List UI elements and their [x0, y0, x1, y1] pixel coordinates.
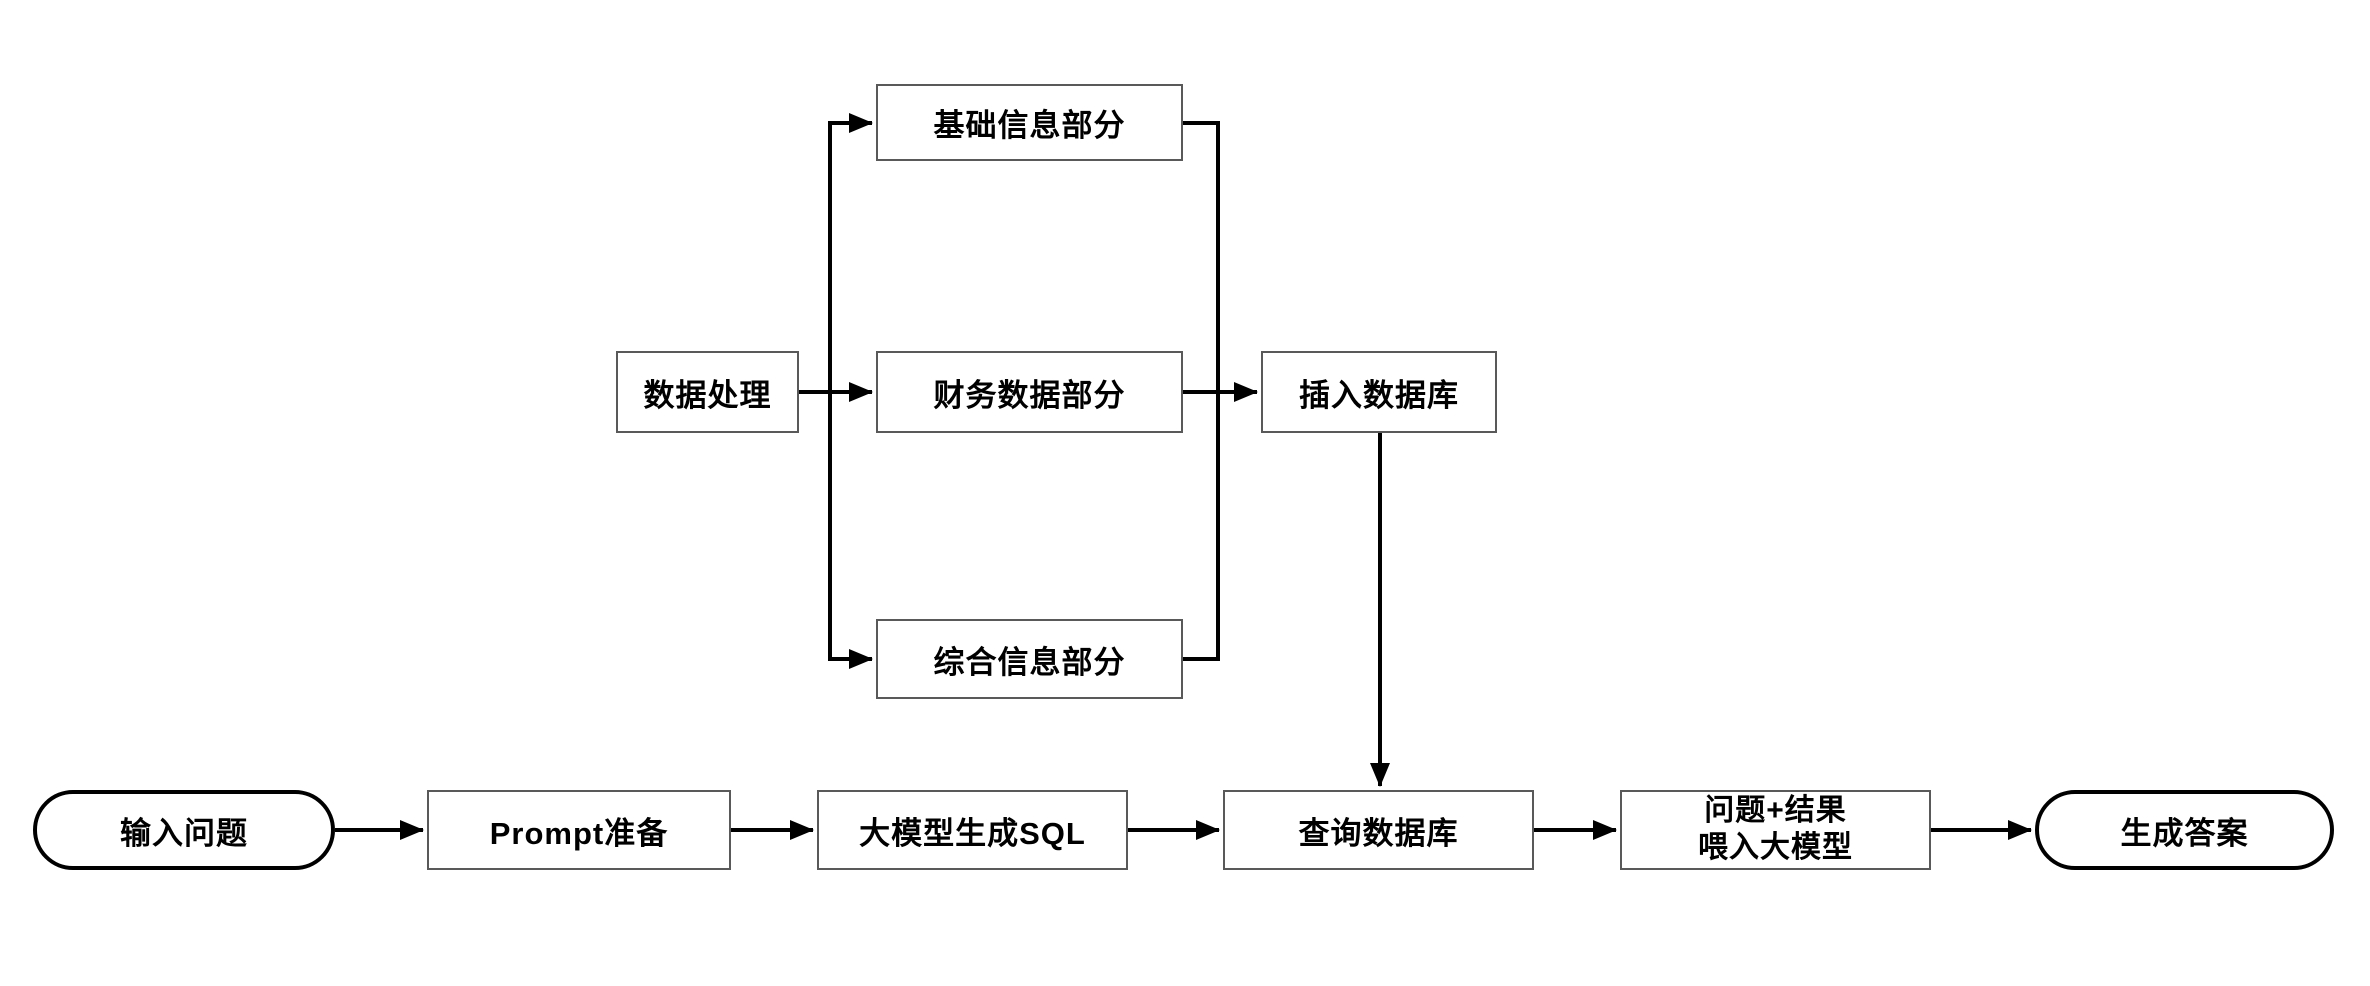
node-prompt-preparation: Prompt准备	[427, 790, 731, 870]
node-basic-info: 基础信息部分	[876, 84, 1183, 161]
node-basic-info-label: 基础信息部分	[933, 108, 1126, 143]
node-insert-database-label: 插入数据库	[1299, 377, 1459, 413]
node-financial-data-label: 财务数据部分	[933, 377, 1126, 413]
node-comprehensive-info-label: 综合信息部分	[933, 644, 1126, 680]
node-llm-generate-sql-label: 大模型生成SQL	[859, 815, 1086, 851]
node-prompt-preparation-label: Prompt准备	[489, 815, 669, 851]
node-generate-answer: 生成答案	[2035, 790, 2334, 870]
node-feed-llm-label-line1: 问题+结果	[1704, 794, 1847, 828]
node-query-database: 查询数据库	[1223, 790, 1534, 870]
node-data-processing: 数据处理	[616, 351, 799, 433]
node-insert-database: 插入数据库	[1261, 351, 1497, 433]
node-comprehensive-info: 综合信息部分	[876, 619, 1183, 699]
node-input-question-label: 输入问题	[120, 815, 248, 851]
node-feed-llm-label-line2: 喂入大模型	[1698, 831, 1853, 864]
node-financial-data: 财务数据部分	[876, 351, 1183, 433]
node-feed-llm: 问题+结果 喂入大模型	[1620, 790, 1931, 870]
node-input-question: 输入问题	[33, 790, 335, 870]
node-generate-answer-label: 生成答案	[2120, 815, 2249, 851]
node-query-database-label: 查询数据库	[1298, 815, 1459, 851]
node-llm-generate-sql: 大模型生成SQL	[817, 790, 1128, 870]
node-data-processing-label: 数据处理	[643, 377, 772, 413]
